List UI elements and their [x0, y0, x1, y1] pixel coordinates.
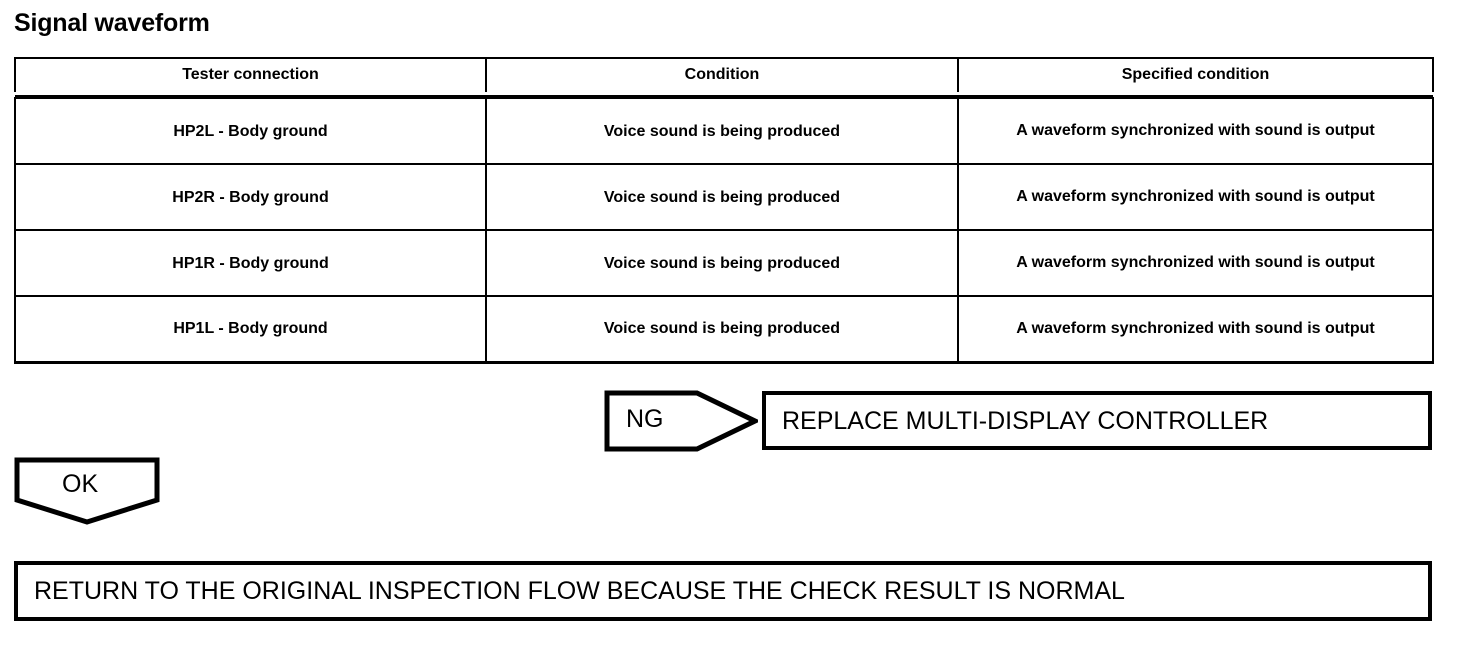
cell-tester-connection: HP2R - Body ground [14, 163, 487, 231]
column-header-specified-condition: Specified condition [957, 57, 1434, 94]
ng-arrow-shape [604, 390, 758, 452]
replace-action-box: REPLACE MULTI-DISPLAY CONTROLLER [762, 391, 1432, 450]
cell-specified-condition: A waveform synchronized with sound is ou… [957, 97, 1434, 165]
header-double-rule [15, 91, 1433, 98]
cell-specified-condition: A waveform synchronized with sound is ou… [957, 163, 1434, 231]
cell-tester-connection: HP2L - Body ground [14, 97, 487, 165]
table-header-row: Tester connection Condition Specified co… [14, 57, 1434, 94]
cell-condition: Voice sound is being produced [485, 163, 959, 231]
cell-condition: Voice sound is being produced [485, 295, 959, 364]
table-row: HP2R - Body ground Voice sound is being … [14, 163, 1434, 231]
cell-condition: Voice sound is being produced [485, 229, 959, 297]
cell-specified-condition: A waveform synchronized with sound is ou… [957, 295, 1434, 364]
signal-waveform-table: Tester connection Condition Specified co… [14, 57, 1434, 364]
table-body: HP2L - Body ground Voice sound is being … [14, 97, 1434, 364]
column-header-condition: Condition [485, 57, 959, 94]
ok-label: OK [62, 470, 99, 498]
ok-arrow-shape [14, 457, 160, 525]
replace-action-label: REPLACE MULTI-DISPLAY CONTROLLER [782, 406, 1269, 435]
header-rule-fill [15, 91, 1433, 98]
table-row: HP1L - Body ground Voice sound is being … [14, 295, 1434, 364]
table-header: Tester connection Condition Specified co… [14, 57, 1434, 98]
column-header-tester-connection: Tester connection [14, 57, 487, 94]
table-row: HP1R - Body ground Voice sound is being … [14, 229, 1434, 297]
cell-tester-connection: HP1R - Body ground [14, 229, 487, 297]
return-action-box: RETURN TO THE ORIGINAL INSPECTION FLOW B… [14, 561, 1432, 621]
ng-label: NG [626, 405, 664, 433]
cell-tester-connection: HP1L - Body ground [14, 295, 487, 364]
cell-specified-condition: A waveform synchronized with sound is ou… [957, 229, 1434, 297]
table-row: HP2L - Body ground Voice sound is being … [14, 97, 1434, 165]
page-title: Signal waveform [14, 9, 210, 37]
cell-condition: Voice sound is being produced [485, 97, 959, 165]
return-action-label: RETURN TO THE ORIGINAL INSPECTION FLOW B… [34, 577, 1125, 605]
